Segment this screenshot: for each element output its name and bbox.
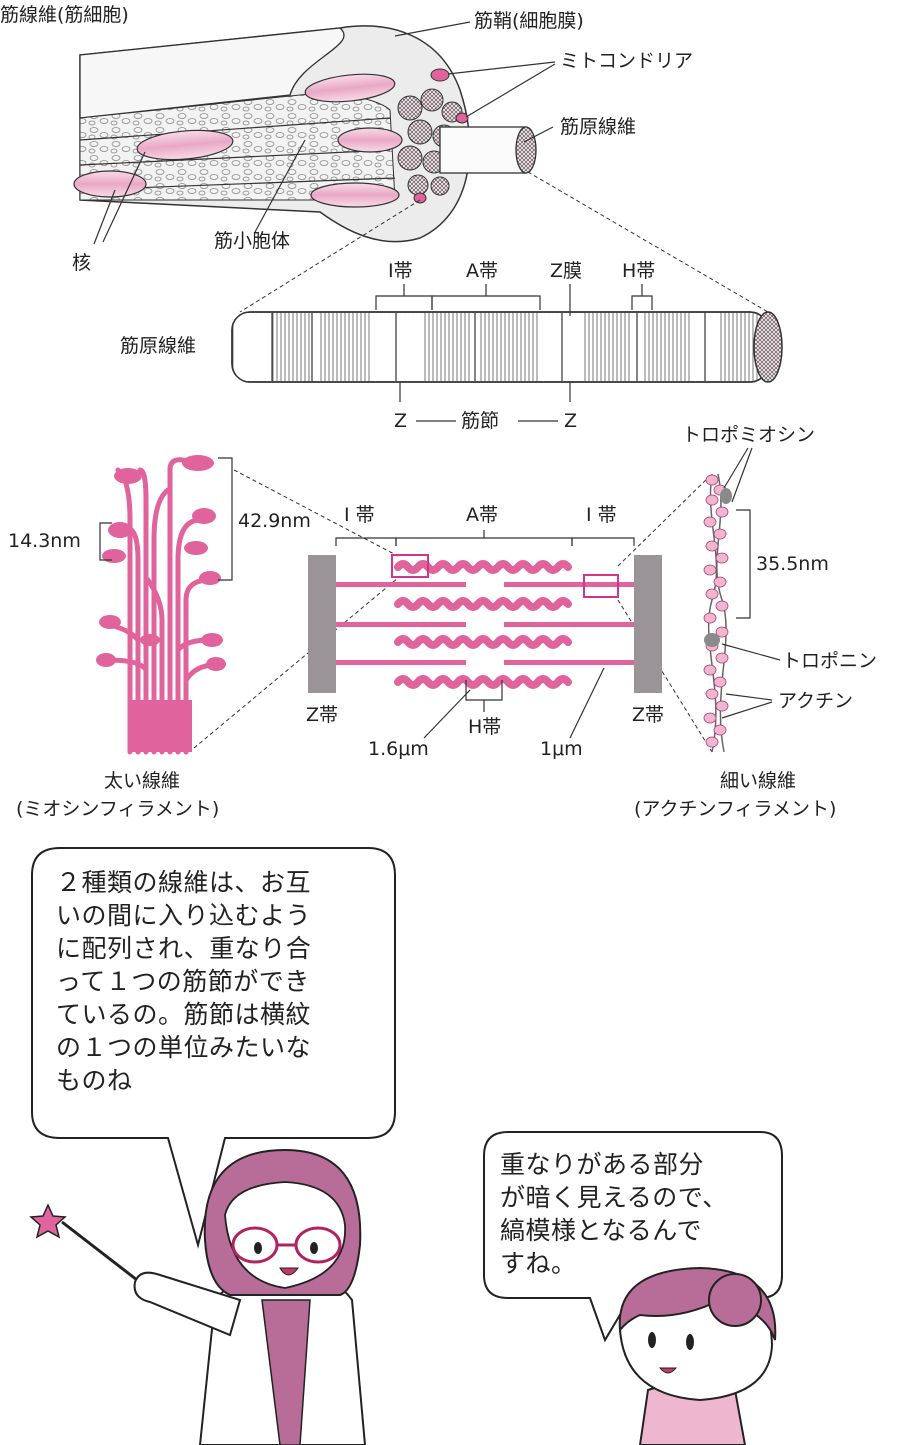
label-nucleus: 核 [72, 252, 92, 274]
myosin-heads [96, 455, 226, 671]
label-thick-dim1: 14.3nm [8, 530, 81, 552]
label-a-band-top: A帯 [466, 260, 498, 282]
label-myofibril-band: 筋原線維 [120, 335, 197, 357]
thin-callouts [721, 447, 781, 719]
muscle-fiber-illustration [73, 25, 537, 243]
band-brackets [375, 284, 653, 422]
label-troponin: トロポニン [782, 650, 878, 672]
label-z-left: Z [394, 410, 408, 432]
label-len-thin: 1μm [540, 738, 583, 760]
label-thick-dim2: 42.9nm [238, 510, 311, 532]
label-sarcomere: 筋節 [461, 410, 500, 432]
label-i-band-left: I 帯 [344, 504, 375, 526]
student-speech-text: 重なりがある部分 が暗く見えるので、 縞模様となるんで すね。 [500, 1150, 728, 1278]
label-z-band-left: Z帯 [306, 704, 339, 726]
label-actin: アクチン [778, 690, 854, 712]
zoom-lines-1 [239, 171, 769, 313]
sarcomere-brackets [335, 530, 635, 739]
label-z-right: Z [564, 410, 578, 432]
label-h-band: H帯 [468, 716, 502, 738]
myofibril-band [231, 311, 783, 383]
top-callout-lines [93, 21, 556, 245]
label-h-band-top: H帯 [622, 260, 656, 282]
student-character [618, 1266, 777, 1445]
label-z-membrane: Z膜 [550, 260, 583, 282]
label-a-band: A帯 [466, 504, 498, 526]
sarcomere-diagram [308, 554, 662, 693]
label-thick-sub: (ミオシンフィラメント) [16, 798, 220, 820]
label-myofibril-top: 筋原線維 [560, 116, 637, 138]
teacher-character [29, 1148, 367, 1445]
label-sarcolemma: 筋鞘(細胞膜) [474, 10, 584, 32]
label-sarcoplasmic-reticulum: 筋小胞体 [214, 230, 291, 252]
label-thin-dim: 35.5nm [756, 553, 829, 575]
thin-filament [703, 473, 732, 753]
label-i-band-right: I 帯 [586, 504, 617, 526]
teacher-speech-text: ２種類の線維は、お互 いの間に入り込むよう に配列され、重なり合 って１つの筋節… [56, 868, 312, 1095]
star-icon [29, 1203, 67, 1239]
label-thin-name: 細い線維 [720, 770, 797, 792]
label-tropomyosin: トロポミオシン [682, 424, 816, 446]
label-thin-sub: (アクチンフィラメント) [634, 798, 837, 820]
label-z-band-right: Z帯 [632, 704, 665, 726]
label-i-band-top: I帯 [388, 260, 413, 282]
label-len-thick: 1.6μm [368, 738, 429, 760]
label-mitochondria: ミトコンドリア [560, 50, 694, 72]
myosin-bundle [128, 700, 192, 752]
thick-dimension-marks [99, 457, 233, 581]
label-thick-name: 太い線維 [104, 770, 181, 792]
label-muscle-fiber: 筋線維(筋細胞) [0, 4, 129, 26]
